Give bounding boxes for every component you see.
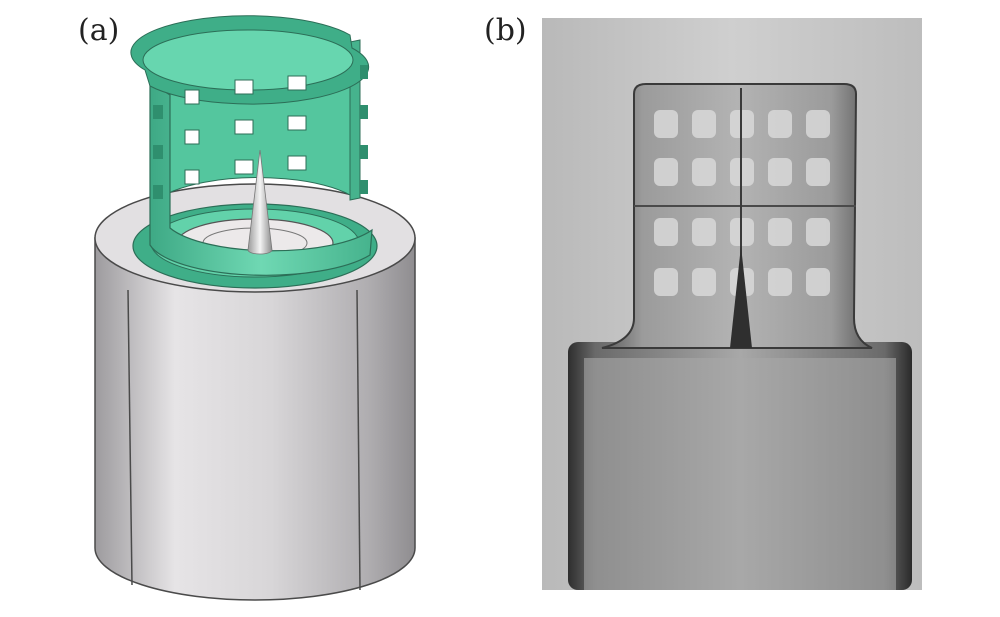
cage-side-notches [153,65,368,199]
panel-b-micrograph [542,18,922,590]
cage-grid-spots [654,110,830,296]
needle-tip [247,149,273,255]
panel-a-label: (a) [78,13,120,48]
panel-b-label: (b) [484,13,527,48]
cage-structure [601,83,873,349]
panel-a-render [94,15,416,601]
cage-top [130,15,370,105]
fiber-body [568,342,912,590]
cage-windows [184,75,307,185]
